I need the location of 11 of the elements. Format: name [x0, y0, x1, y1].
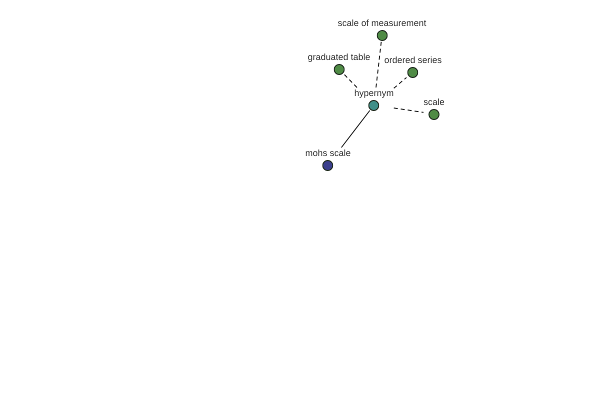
node-label: ordered series	[384, 54, 442, 64]
node-label: mohs scale	[305, 148, 351, 158]
connector-line	[393, 108, 424, 113]
node-label: graduated table	[308, 52, 370, 62]
node-label: scale	[424, 96, 444, 106]
node-label: hypernym	[354, 88, 394, 98]
connector-line	[340, 110, 370, 148]
node-label: scale of measurement	[338, 18, 426, 28]
connector-line	[376, 40, 382, 88]
connector-line	[344, 74, 358, 88]
connector-line	[393, 77, 407, 89]
